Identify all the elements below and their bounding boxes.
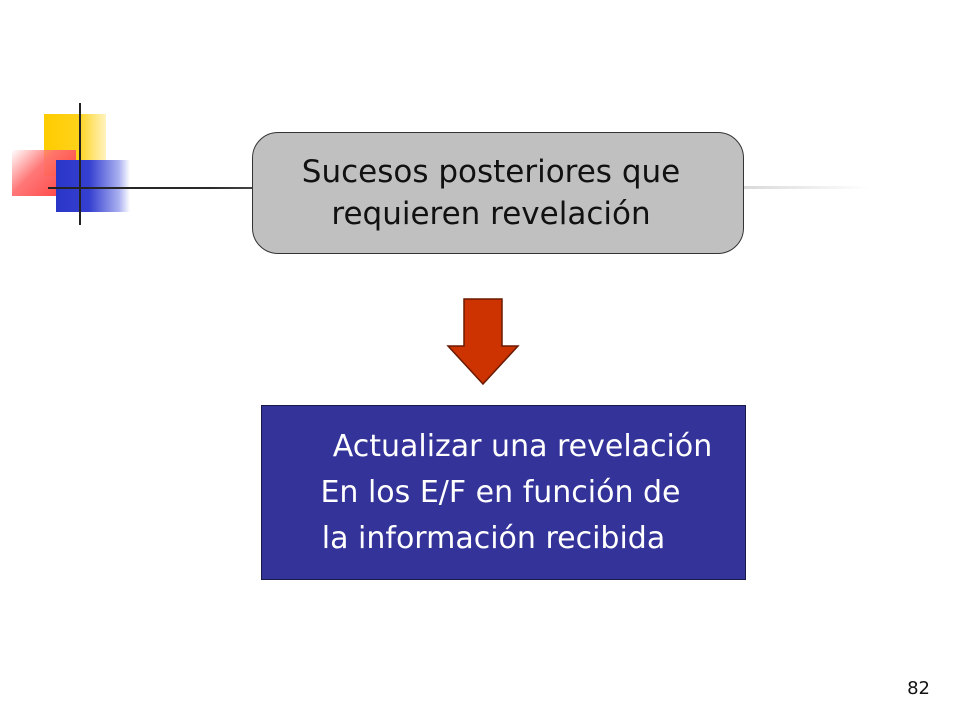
update-disclosure-text: Actualizar una revelación En los E/F en …	[295, 424, 713, 562]
title-rule-line	[48, 187, 278, 189]
subsequent-events-box: Sucesos posteriores que requieren revela…	[252, 132, 744, 254]
subsequent-events-line-2: requieren revelación	[331, 196, 651, 232]
subsequent-events-line-1: Sucesos posteriores que	[301, 154, 681, 190]
logo-blue-square	[56, 160, 130, 212]
logo-vertical-line	[79, 103, 81, 225]
down-arrow-icon	[446, 298, 520, 386]
update-disclosure-box: Actualizar una revelación En los E/F en …	[261, 405, 746, 580]
page-number: 82	[907, 678, 930, 699]
subsequent-events-text: Sucesos posteriores que requieren revela…	[302, 151, 680, 235]
update-disclosure-line-3: la información recibida	[321, 520, 666, 556]
title-rule-fade	[740, 186, 870, 189]
update-disclosure-line-1: Actualizar una revelación	[332, 428, 713, 464]
update-disclosure-line-2: En los E/F en función de	[320, 474, 681, 510]
